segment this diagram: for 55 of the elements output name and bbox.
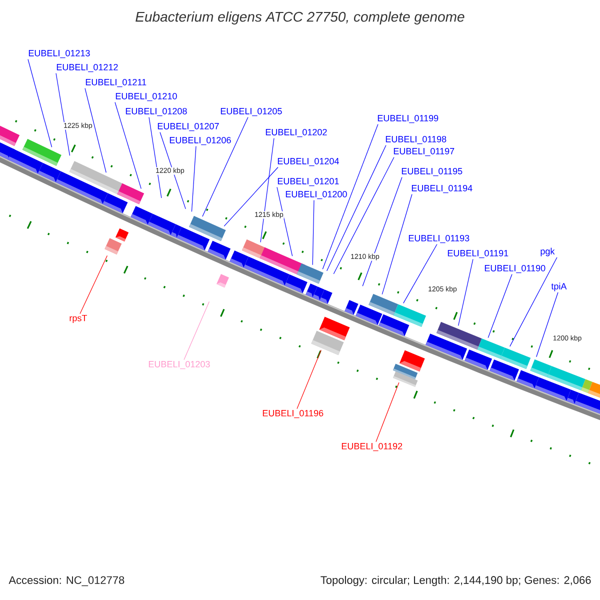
leader-line bbox=[458, 258, 474, 326]
leader-line bbox=[296, 350, 322, 410]
gene-label: EUBELI_01208 bbox=[126, 108, 187, 116]
gene-label: EUBELI_01200 bbox=[286, 190, 347, 200]
leader-line bbox=[488, 274, 512, 338]
leader-line bbox=[56, 72, 70, 156]
leader-line bbox=[333, 156, 394, 274]
gene-label: EUBELI_01207 bbox=[158, 122, 219, 132]
title: Eubacterium eligens ATCC 27750, complete genome bbox=[136, 11, 464, 25]
leader-line bbox=[382, 194, 412, 295]
gene-label: EUBELI_01198 bbox=[386, 136, 446, 144]
gene-label: EUBELI_01199 bbox=[378, 114, 438, 124]
leader-line bbox=[362, 176, 402, 286]
leader-line bbox=[114, 102, 142, 190]
gene-label: EUBELI_01194 bbox=[412, 184, 472, 194]
gene-label: pgk bbox=[540, 248, 555, 256]
gene-label: EUBELI_01210 bbox=[116, 92, 177, 102]
gene-label: tpiA bbox=[551, 282, 567, 292]
leader-line bbox=[84, 88, 106, 173]
leader-line bbox=[80, 255, 108, 314]
gene-label: EUBELI_01212 bbox=[56, 64, 118, 72]
gene-label: EUBELI_01197 bbox=[394, 148, 454, 156]
gene-label: EUBELI_01203 bbox=[148, 360, 210, 370]
gene-label: EUBELI_01193 bbox=[408, 234, 470, 244]
leader-line bbox=[322, 124, 378, 270]
gene-label: EUBELI_01196 bbox=[262, 410, 324, 418]
leader-line bbox=[184, 301, 210, 360]
leader-line bbox=[536, 292, 558, 358]
gene-label: EUBELI_01190 bbox=[484, 264, 546, 274]
footer-text: Topology: circular; Length: 2,144,190 bp; Genes: 2,066 bbox=[320, 576, 591, 586]
gene-label: EUBELI_01204 bbox=[278, 158, 339, 166]
leader-line bbox=[376, 382, 400, 442]
gene-label: EUBELI_01206 bbox=[170, 136, 231, 146]
leader-line bbox=[191, 146, 196, 212]
gene-label: EUBELI_01195 bbox=[402, 168, 462, 176]
leader-line bbox=[160, 132, 186, 210]
leader-line bbox=[28, 58, 52, 148]
gene-label: EUBELI_01191 bbox=[448, 250, 508, 258]
footer-text: Accession: NC_012778 bbox=[8, 576, 124, 586]
leader-line bbox=[148, 116, 162, 198]
leader-line bbox=[326, 144, 386, 272]
gene-label: EUBELI_01192 bbox=[342, 442, 402, 452]
gene-label: EUBELI_01211 bbox=[86, 78, 146, 88]
leader-line bbox=[276, 186, 293, 256]
leader-line bbox=[510, 257, 558, 347]
gene-label: rpsT bbox=[70, 314, 87, 324]
gene-label: EUBELI_01202 bbox=[266, 128, 327, 138]
gene-label: EUBELI_01201 bbox=[278, 178, 339, 186]
leader-line bbox=[202, 116, 248, 217]
leader-line bbox=[260, 138, 274, 243]
leader-line bbox=[312, 200, 314, 266]
leader-line bbox=[403, 244, 438, 304]
gene-label: EUBELI_01213 bbox=[28, 50, 90, 58]
leader-line bbox=[224, 166, 278, 226]
gene-label: EUBELI_01205 bbox=[220, 108, 282, 116]
